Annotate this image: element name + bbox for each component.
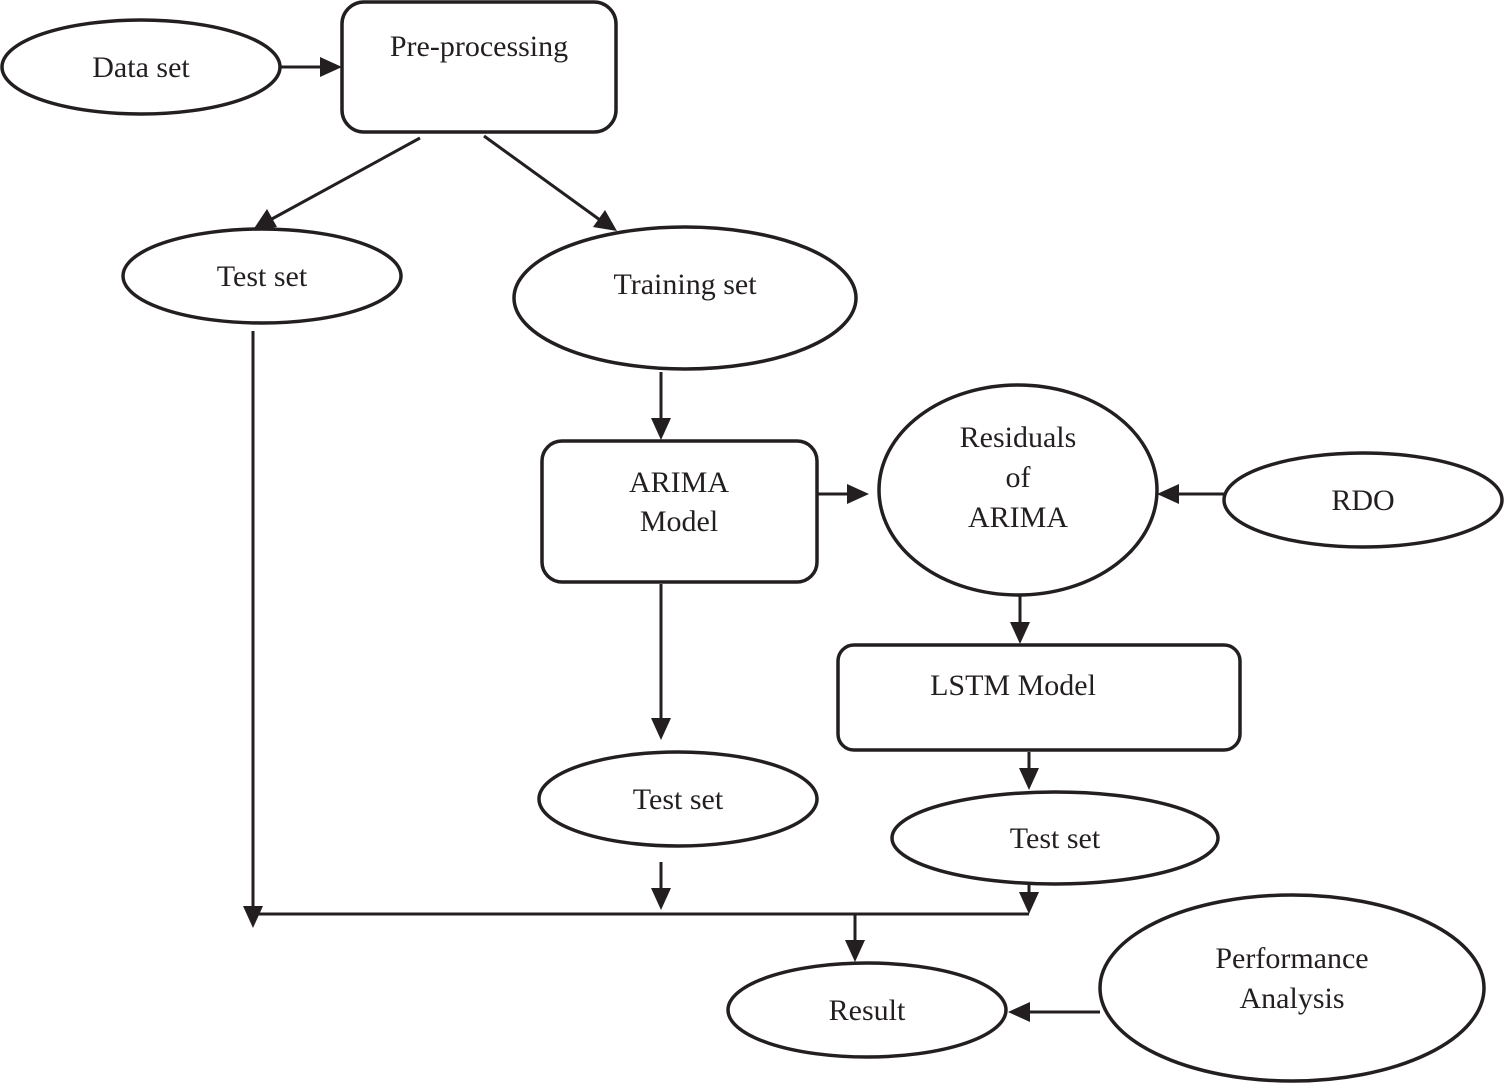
node-test-set-1-label: Test set bbox=[217, 260, 308, 293]
edge-bus-to-result bbox=[845, 914, 865, 962]
node-test-set-2-label: Test set bbox=[633, 783, 724, 816]
edge-performance-to-result bbox=[1008, 1002, 1100, 1022]
node-test-set-3: Test set bbox=[890, 790, 1220, 886]
edge-dataset-to-preprocessing bbox=[280, 57, 342, 77]
node-test-set-3-label: Test set bbox=[1010, 822, 1101, 855]
node-lstm-model: LSTM Model bbox=[836, 643, 1242, 752]
node-data-set-label: Data set bbox=[92, 51, 190, 84]
node-residuals-label-line3: ARIMA bbox=[968, 501, 1068, 534]
node-performance-label-line1: Performance bbox=[1215, 942, 1368, 975]
edge-preprocessing-to-training-set bbox=[483, 134, 617, 231]
edge-lstm-to-test-set-3 bbox=[1019, 752, 1039, 790]
node-arima-model-label-line1: ARIMA bbox=[629, 466, 729, 499]
node-result: Result bbox=[726, 961, 1008, 1059]
node-data-set: Data set bbox=[0, 18, 282, 116]
node-rdo: RDO bbox=[1222, 451, 1504, 549]
node-pre-processing-label: Pre-processing bbox=[390, 30, 568, 63]
edge-arima-to-test-set-2 bbox=[651, 584, 671, 740]
node-arima-model: ARIMA Model bbox=[540, 439, 819, 584]
node-test-set-1: Test set bbox=[121, 227, 403, 325]
node-pre-processing: Pre-processing bbox=[340, 0, 618, 134]
edge-test-set-3-down bbox=[1019, 884, 1039, 914]
node-rdo-label: RDO bbox=[1331, 484, 1394, 517]
node-arima-model-label-line2: Model bbox=[640, 505, 718, 538]
node-residuals-label-line1: Residuals bbox=[960, 421, 1077, 454]
node-lstm-model-label: LSTM Model bbox=[930, 669, 1096, 702]
edge-test-set-2-down bbox=[651, 862, 671, 910]
edge-residuals-to-lstm bbox=[1010, 595, 1030, 644]
node-performance-label-line2: Analysis bbox=[1240, 982, 1345, 1015]
node-training-set-label: Training set bbox=[613, 268, 757, 301]
node-training-set: Training set bbox=[512, 225, 858, 371]
node-test-set-2: Test set bbox=[537, 750, 819, 848]
node-residuals-of-arima: Residuals of ARIMA bbox=[877, 383, 1159, 597]
node-residuals-label-line2: of bbox=[1006, 461, 1031, 494]
edge-arima-to-residuals bbox=[818, 484, 869, 504]
edge-rdo-to-residuals bbox=[1157, 484, 1224, 504]
node-performance-analysis: Performance Analysis bbox=[1098, 893, 1486, 1083]
edge-training-set-to-arima bbox=[651, 372, 671, 440]
edges bbox=[243, 57, 1224, 1022]
node-result-label: Result bbox=[829, 994, 906, 1027]
edge-preprocessing-to-test-set-1 bbox=[253, 136, 421, 230]
edge-test-set-1-down bbox=[243, 331, 263, 928]
